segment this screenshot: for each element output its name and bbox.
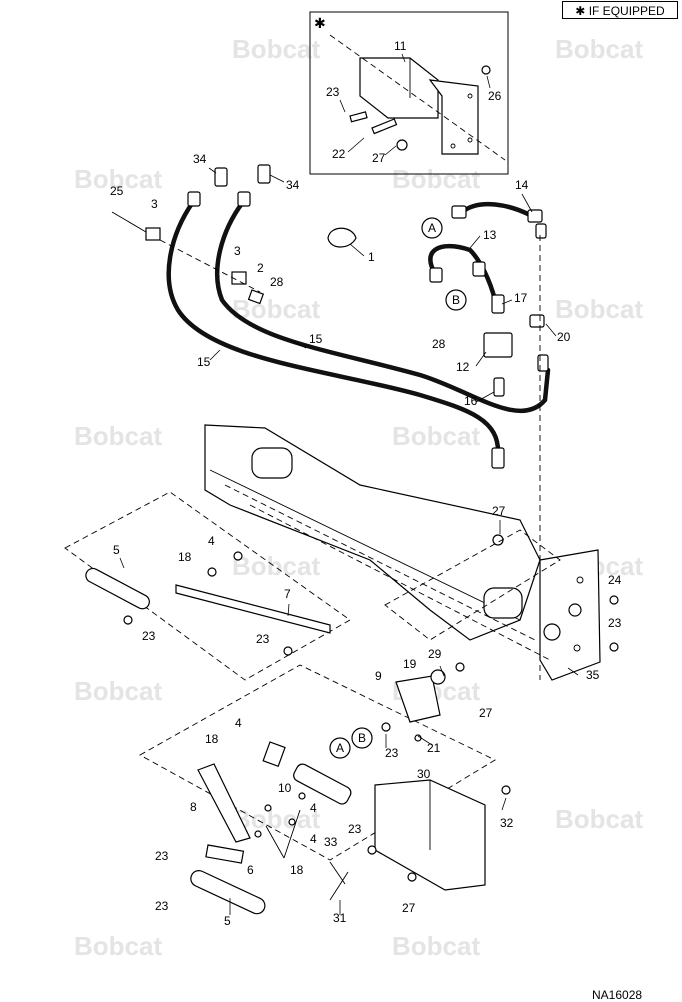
watermark: Bobcat: [232, 804, 320, 834]
callout: 17: [514, 291, 528, 305]
callout: 8: [190, 800, 197, 814]
callout: 1: [368, 250, 375, 264]
leader-lines: [119, 53, 579, 915]
inset-detail: ✱: [309, 11, 509, 175]
callout: 14: [515, 178, 529, 192]
note-text: IF EQUIPPED: [588, 4, 665, 18]
callout: 15: [309, 332, 323, 346]
callout: 23: [142, 629, 156, 643]
callout: 18: [205, 732, 219, 746]
callout: 23: [155, 899, 169, 913]
callout: 33: [324, 835, 338, 849]
watermark: Bobcat: [555, 804, 643, 834]
callout: 7: [284, 587, 291, 601]
callout: 2: [257, 261, 264, 275]
callout: 19: [403, 657, 417, 671]
callout: 28: [270, 275, 284, 289]
mounting-frame: [204, 424, 619, 681]
if-equipped-note: ✱ IF EQUIPPED: [562, 1, 678, 19]
bubble-a: A: [428, 221, 436, 235]
callout: 3: [234, 244, 241, 258]
callout: 11: [394, 39, 407, 53]
callout: 13: [483, 228, 497, 242]
watermark: Bobcat: [74, 421, 162, 451]
callout: 18: [178, 550, 192, 564]
watermark: Bobcat: [555, 294, 643, 324]
watermark: Bobcat: [392, 931, 480, 961]
callout: 23: [348, 822, 362, 836]
callout: 12: [456, 360, 470, 374]
callout: 27: [402, 901, 416, 915]
callout: 4: [235, 716, 242, 730]
bubble-b: B: [452, 293, 460, 307]
callout: 27: [492, 504, 506, 518]
watermark: Bobcat: [392, 421, 480, 451]
watermark: Bobcat: [74, 164, 162, 194]
callout: 5: [113, 543, 120, 557]
watermark: Bobcat: [74, 676, 162, 706]
callout: 24: [608, 573, 622, 587]
bubble-a: A: [336, 741, 344, 755]
watermark: Bobcat: [392, 164, 480, 194]
callout: 25: [110, 184, 124, 198]
watermark: Bobcat: [232, 551, 320, 581]
asterisk-icon: ✱: [575, 4, 586, 18]
figure-id: NA16028: [592, 988, 643, 1002]
callout: 28: [432, 337, 446, 351]
callout: 23: [608, 616, 622, 630]
callout: 3: [151, 197, 158, 211]
watermark: Bobcat: [232, 294, 320, 324]
callout: 30: [417, 767, 431, 781]
watermark: Bobcat: [232, 34, 320, 64]
callout: 9: [375, 669, 382, 683]
callout: 29: [428, 647, 442, 661]
watermark-layer: Bobcat Bobcat Bobcat Bobcat Bobcat Bobca…: [74, 34, 643, 961]
callout: 22: [332, 147, 346, 161]
callout: 18: [290, 863, 304, 877]
inset-marker: ✱: [314, 15, 326, 31]
callout: 26: [488, 89, 502, 103]
callout: 10: [278, 781, 292, 795]
callout: 27: [479, 706, 493, 720]
bubble-b: B: [358, 731, 366, 745]
callout: 27: [372, 151, 386, 165]
linkage-assembly: [64, 491, 511, 915]
callout: 6: [247, 863, 254, 877]
callout: 23: [326, 85, 340, 99]
callout: 31: [333, 911, 347, 925]
callout: 35: [586, 668, 600, 682]
callout: 5: [224, 914, 231, 928]
callout: 20: [557, 330, 571, 344]
callout: 23: [256, 632, 270, 646]
callout: 23: [385, 746, 399, 760]
watermark: Bobcat: [74, 931, 162, 961]
watermark: Bobcat: [555, 34, 643, 64]
callout: 4: [208, 534, 215, 548]
callout: 23: [155, 849, 169, 863]
callout: 34: [193, 152, 207, 166]
callout: 21: [427, 741, 441, 755]
callout: 34: [286, 178, 300, 192]
callout: 15: [197, 355, 211, 369]
connection-bubbles: A B A B: [329, 217, 467, 759]
callout: 16: [464, 394, 478, 408]
callout: 32: [500, 816, 514, 830]
callout: 4: [310, 832, 317, 846]
callouts: 11 23 26 22 27 34 34 25 3 14 13 1 3 2 28…: [110, 39, 622, 928]
callout: 4: [310, 801, 317, 815]
